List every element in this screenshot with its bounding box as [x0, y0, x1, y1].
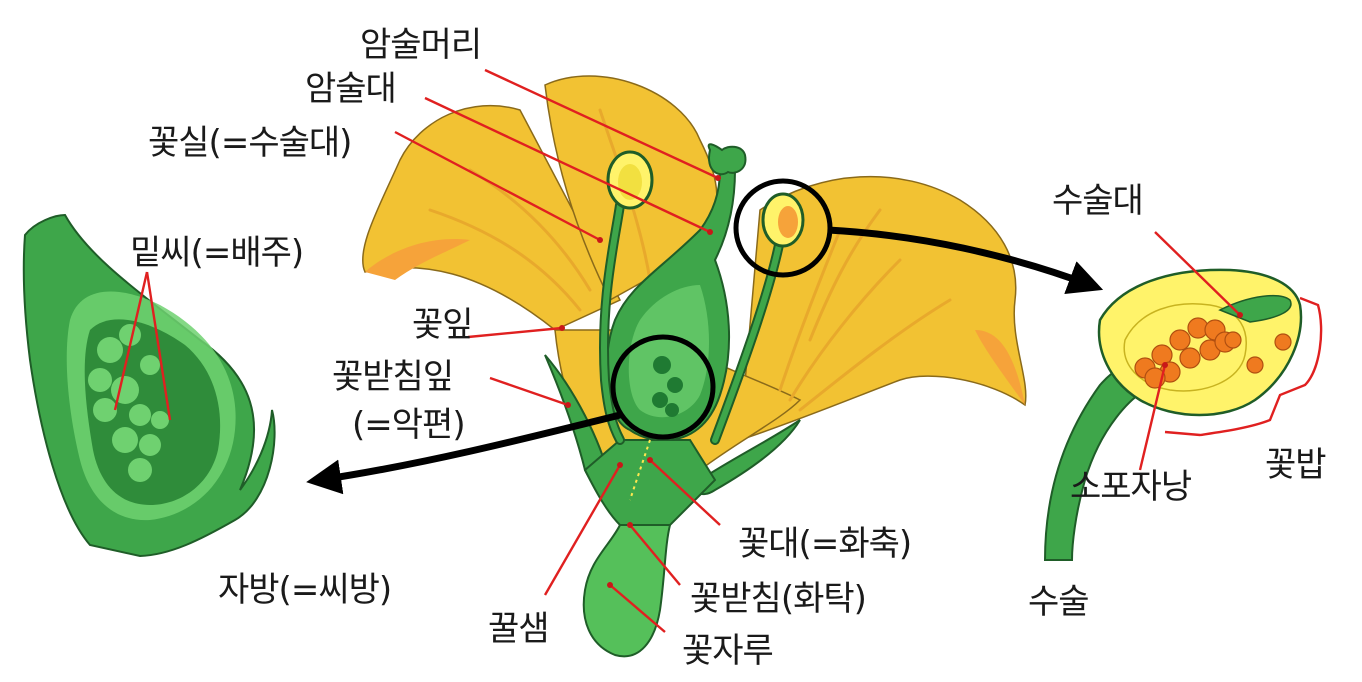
label-peduncle: 꽃자루: [682, 631, 774, 671]
ovary-inner: [628, 285, 709, 418]
label-ovary: 자방(=씨방): [218, 570, 392, 610]
peduncle: [582, 524, 672, 658]
label-ovule: 밑씨(=배주): [130, 233, 304, 273]
label-sporangium: 소포자낭: [1070, 467, 1192, 507]
magnify-circle-ovary: [610, 334, 716, 440]
label-pollen: 꽃밥: [1265, 445, 1327, 485]
label-receptacle: 꽃받침(화탁): [690, 579, 867, 619]
ovules-mini: [652, 356, 683, 417]
stigma: [707, 143, 747, 176]
leader-lines: [113, 68, 1243, 633]
anther-detail: [1043, 268, 1323, 561]
pollen-grains: [1134, 317, 1292, 389]
label-sepal-alt: (=악편): [352, 405, 466, 445]
stem-structure: [544, 143, 805, 658]
petal-right: [739, 175, 1027, 442]
label-style: 암술대: [305, 69, 397, 109]
label-stamen-filament: 수술대: [1052, 181, 1144, 221]
arrow-to-anther-detail: [827, 226, 1104, 295]
label-stamen: 수술: [1028, 582, 1090, 622]
pollen-bracket: [1164, 296, 1323, 437]
arrow-to-ovary-detail: [306, 411, 621, 495]
label-nectary: 꿀샘: [488, 609, 550, 649]
label-axis: 꽃대(=화축): [738, 524, 912, 564]
receptacle: [583, 439, 717, 526]
petal-back-left: [361, 104, 622, 331]
petal-right-orange: [975, 330, 1025, 405]
label-filament: 꽃실(=수술대): [148, 123, 352, 163]
ovary-detail: [22, 213, 276, 558]
label-petal: 꽃잎: [412, 305, 474, 345]
label-stigma: 암술머리: [360, 25, 482, 65]
petal-left-orange: [365, 239, 470, 280]
label-sepal: 꽃받침잎: [332, 357, 454, 397]
